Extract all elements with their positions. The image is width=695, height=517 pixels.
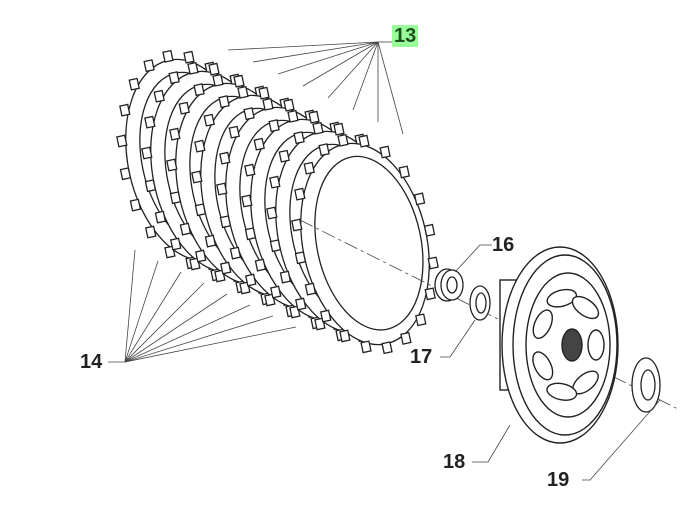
leader-14 xyxy=(124,315,274,363)
hub-window xyxy=(532,309,553,339)
leader-13 xyxy=(277,41,379,75)
callout-16[interactable]: 16 xyxy=(492,234,515,256)
leader-13 xyxy=(352,41,379,111)
leader-13 xyxy=(327,41,379,99)
leader-13 xyxy=(252,41,379,63)
washer-19 xyxy=(631,357,661,413)
clutch-plate xyxy=(291,133,439,355)
hub-window xyxy=(546,288,578,308)
hub-window xyxy=(571,295,600,320)
leader-14 xyxy=(124,282,205,363)
hub-window xyxy=(546,382,578,401)
callout-14[interactable]: 14 xyxy=(80,351,103,373)
leader-13 xyxy=(302,41,379,87)
leader-14 xyxy=(124,293,228,363)
nut-16 xyxy=(434,268,464,302)
leader-14 xyxy=(124,271,182,363)
leader-14 xyxy=(124,260,159,363)
leader-14 xyxy=(124,304,251,363)
callout-19[interactable]: 19 xyxy=(547,469,570,491)
hub-window xyxy=(587,329,605,361)
hub-18 xyxy=(499,246,619,444)
callout-13[interactable]: 13 xyxy=(392,25,419,47)
leader-14 xyxy=(124,249,136,363)
hub-window xyxy=(532,351,554,381)
callout-leaders xyxy=(440,244,661,481)
leader-13 xyxy=(377,41,404,135)
callout-18[interactable]: 18 xyxy=(443,451,466,473)
leader-13 xyxy=(227,41,379,51)
leader-14 xyxy=(124,326,297,363)
axis-line xyxy=(299,219,681,411)
callout-17[interactable]: 17 xyxy=(410,346,433,368)
washer-17 xyxy=(469,285,491,321)
